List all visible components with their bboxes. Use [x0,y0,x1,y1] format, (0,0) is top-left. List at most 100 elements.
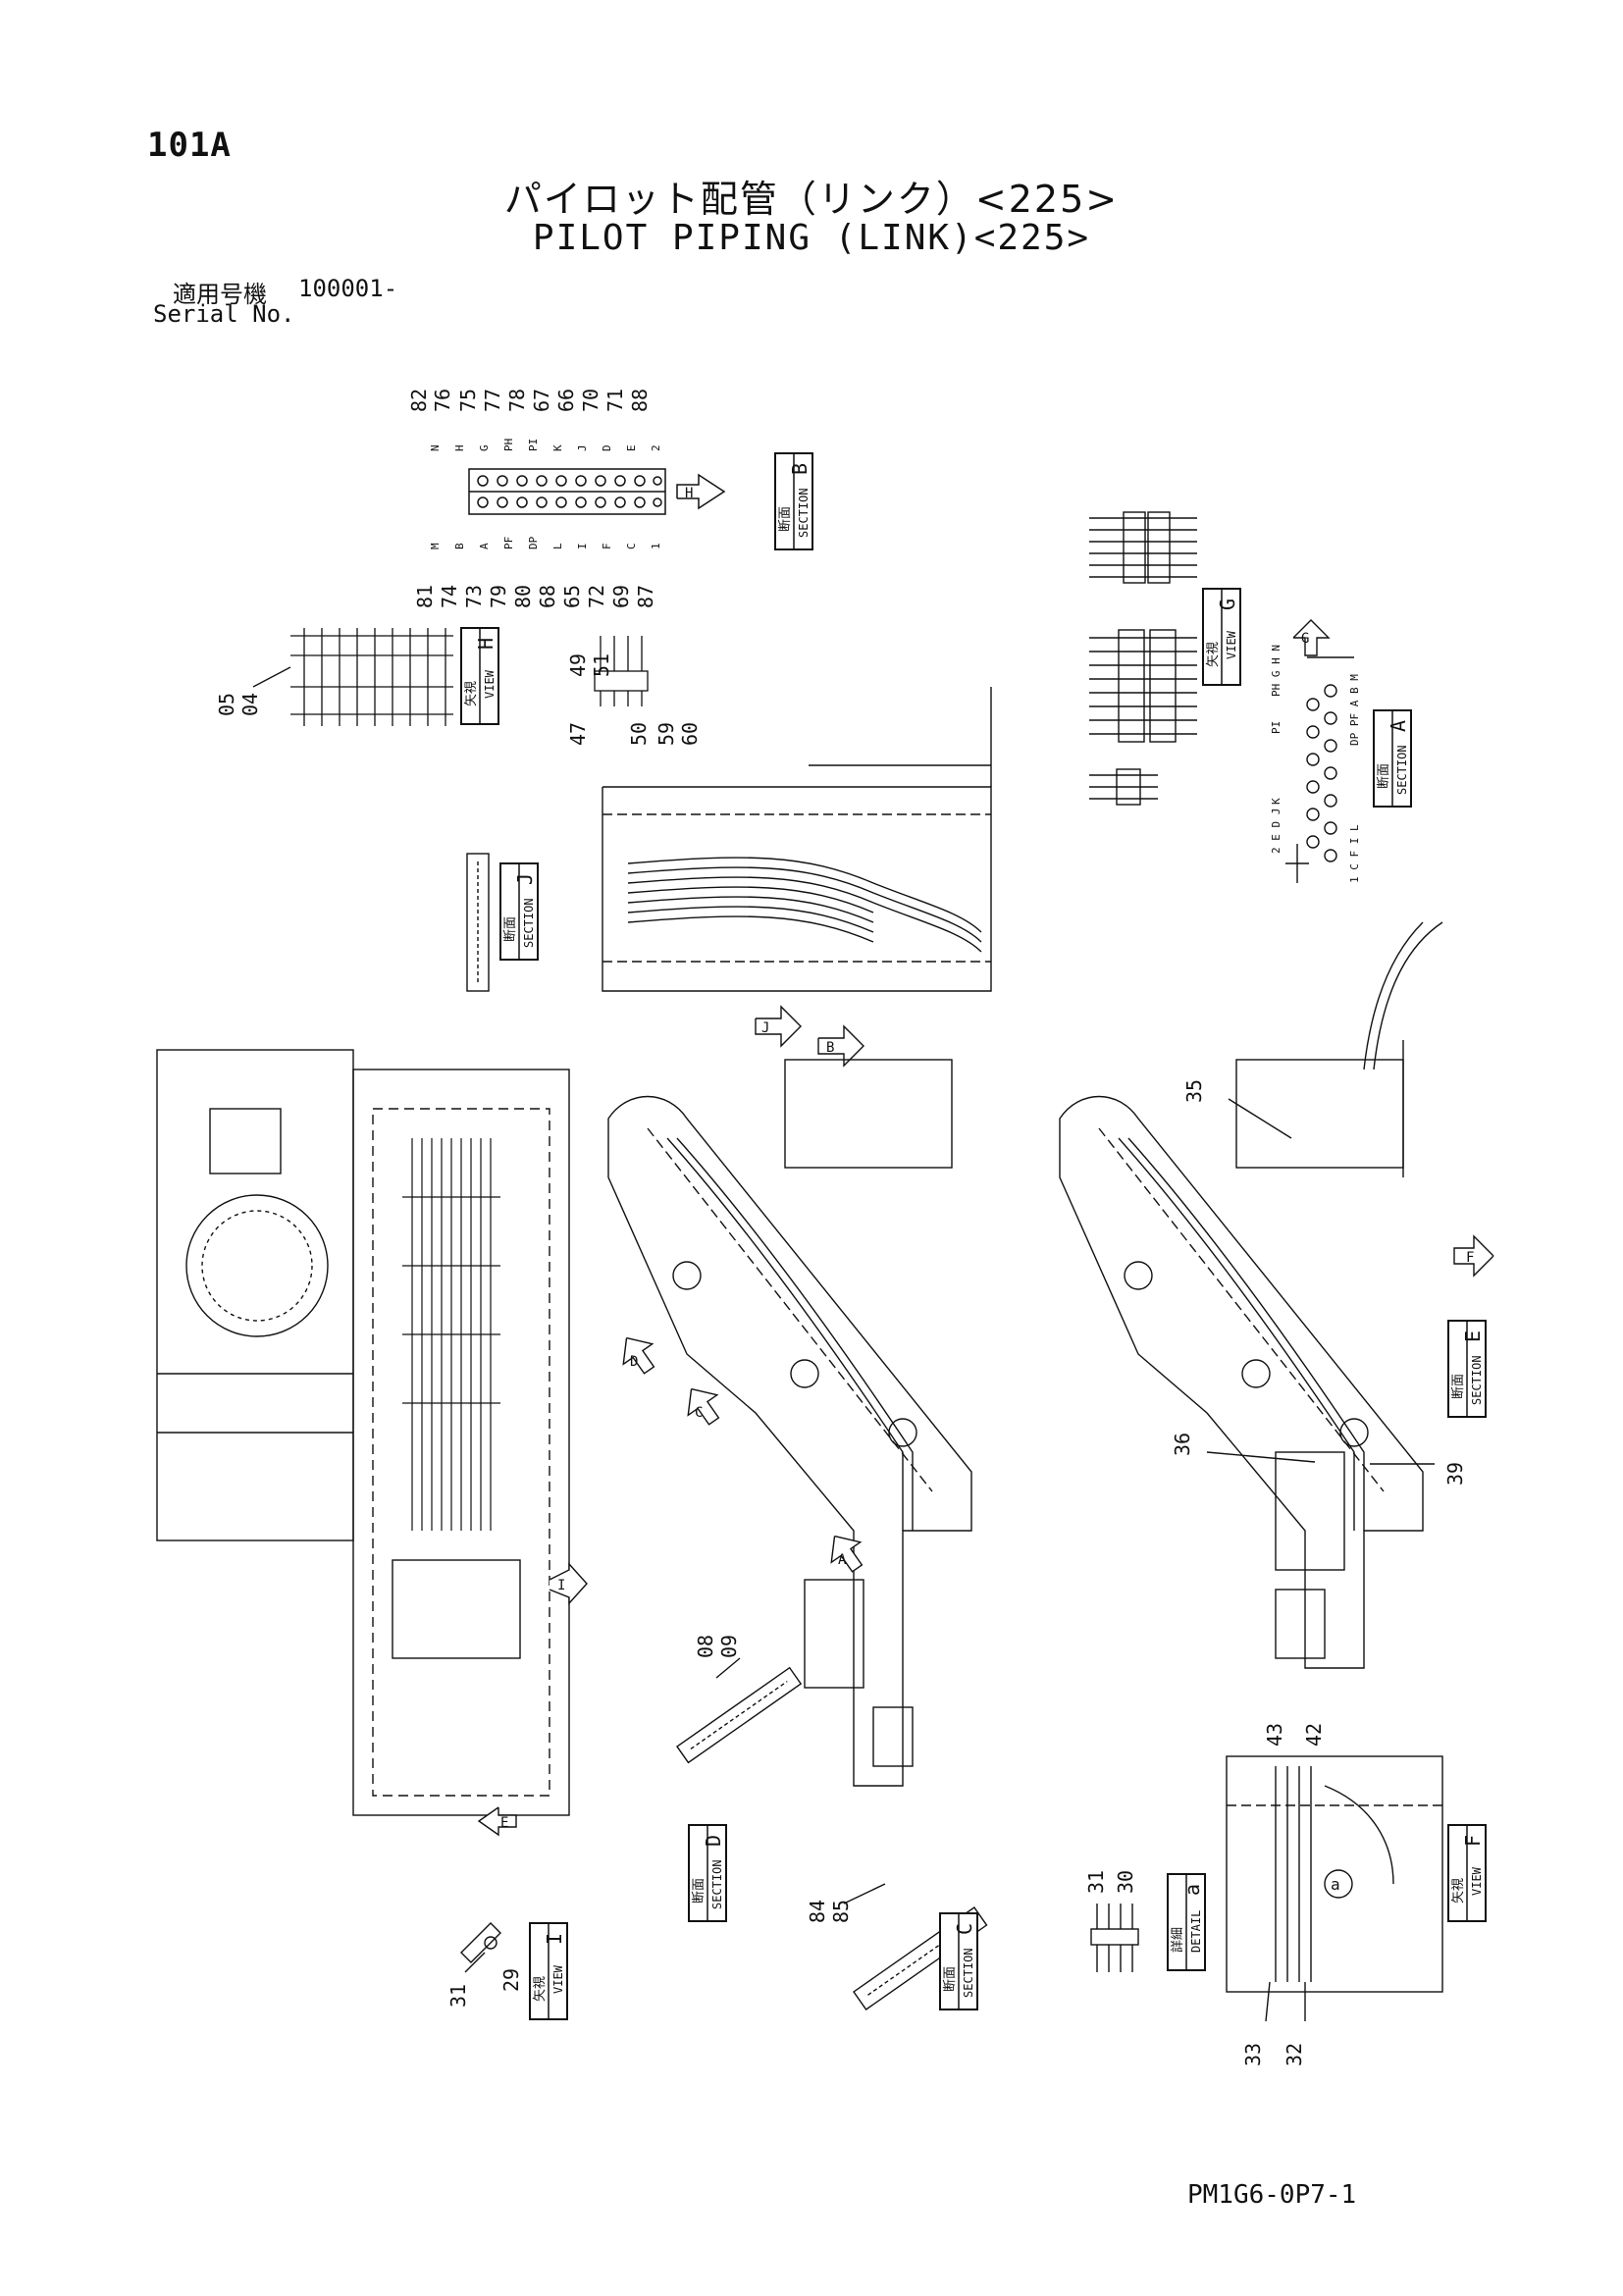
svg-text:A: A [1387,720,1410,732]
svg-text:VIEW: VIEW [551,1964,565,1994]
svg-text:VIEW: VIEW [483,669,497,699]
callout-81: 81 [413,585,437,608]
callout-77: 77 [481,389,504,412]
pin-letter: PF [502,537,515,549]
pin-letter: 2 [650,444,662,451]
view-h-arrow-letter: H [685,486,693,501]
section-b-bottom-callouts: 81 74 73 79 80 68 65 72 69 87 [413,585,657,608]
section-b-connector: H [468,468,726,515]
callout-80: 80 [511,585,535,608]
pin-letter: M [429,543,442,549]
view-g-arrow-letter: G [1301,631,1309,647]
view-h-small-detail: 49 51 47 50 59 60 [566,636,702,746]
svg-text:F: F [1461,1835,1485,1847]
serial-label-japanese: 適用号機 [173,281,267,308]
callout-04: 04 [238,693,262,716]
view-g-fittings-middle [1089,629,1197,743]
boom-side-view-right: 35 36 39 F 断面 SECTION E [1059,921,1494,1669]
callout-05: 05 [215,693,238,716]
svg-text:SECTION: SECTION [797,488,811,538]
view-i-arrow-letter: I [557,1578,565,1593]
page-title-english: PILOT PIPING (LINK)<225> [532,218,1091,258]
section-j-arrow-letter: J [761,1020,769,1036]
svg-text:矢視: 矢視 [464,681,479,706]
section-b-bottom-letters: M B A PF DP L I F C 1 [429,536,662,549]
svg-text:PH G H N: PH G H N [1270,645,1283,697]
callout-31-detail: 31 [1084,1870,1108,1894]
pin-letter: 1 [650,543,662,549]
callout-76: 76 [431,389,454,412]
view-i-group: 31 29 矢視 VIEW I [446,1922,568,2020]
svg-text:SECTION: SECTION [962,1948,975,1998]
view-f-group: a 43 42 33 32 矢視 VIEW F [1226,1723,1487,2066]
serial-label-english: Serial No. [153,300,295,328]
callout-68: 68 [536,585,559,608]
svg-text:SECTION: SECTION [710,1859,724,1909]
svg-text:I: I [543,1933,566,1945]
svg-text:DP PF A B M: DP PF A B M [1348,674,1361,746]
callout-50: 50 [627,722,651,746]
svg-text:SECTION: SECTION [1395,745,1409,795]
svg-text:断面: 断面 [503,916,518,942]
view-g-fittings-lower [1089,768,1158,806]
section-c-group: 84 85 断面 SECTION C [806,1883,988,2010]
pin-letter: G [478,444,491,451]
section-j-label-box: 断面 SECTION J [499,862,539,961]
svg-text:SECTION: SECTION [1470,1355,1484,1405]
view-i-label-box: 矢視 VIEW I [529,1922,568,2020]
callout-35: 35 [1182,1079,1206,1103]
frame-top-view: I E [156,1049,588,1837]
svg-text:VIEW: VIEW [1470,1866,1484,1896]
callout-67: 67 [530,389,553,412]
callout-59: 59 [654,722,678,746]
section-b-top-letters: N H G PH PI K J D E 2 [429,439,662,451]
pin-letter: F [601,543,613,549]
section-d-group: 08 09 断面 SECTION D [676,1635,803,1922]
page-title-japanese: パイロット配管（リンク）<225> [503,178,1120,221]
section-j-group: 断面 SECTION J [466,853,539,992]
callout-43: 43 [1263,1723,1286,1747]
section-b-top-callouts: 82 76 75 77 78 67 66 70 71 88 [407,389,652,412]
svg-text:断面: 断面 [778,506,793,532]
pin-letter: E [625,444,638,451]
callout-42: 42 [1302,1723,1326,1747]
pin-letter: L [551,543,564,549]
callout-79: 79 [487,585,510,608]
section-b-label-box: 断面 SECTION B [774,452,813,550]
callout-49: 49 [566,653,590,677]
callout-85: 85 [829,1900,853,1923]
svg-text:断面: 断面 [1377,763,1391,789]
callout-69: 69 [609,585,633,608]
svg-text:C: C [953,1923,976,1935]
drawing-code: PM1G6-0P7-1 [1187,2180,1357,2210]
view-f-label-box: 矢視 VIEW F [1447,1824,1487,1922]
svg-text:詳細: 詳細 [1170,1927,1185,1953]
svg-text:2 E D J: 2 E D J [1270,809,1283,854]
callout-70: 70 [579,389,602,412]
svg-text:断面: 断面 [692,1878,707,1904]
pin-letter: I [576,543,589,549]
callout-74: 74 [438,585,461,608]
section-c-label-box: 断面 SECTION C [939,1912,978,2010]
section-d-arrow-letter: D [630,1354,638,1370]
svg-text:矢視: 矢視 [1206,642,1221,667]
section-a-arrow-letter: A [838,1552,847,1568]
pin-letter: A [478,543,491,549]
callout-32: 32 [1283,2043,1306,2066]
svg-text:K: K [1270,798,1283,805]
svg-text:PI: PI [1270,721,1283,734]
view-g-label-box: 矢視 VIEW G [1202,588,1241,686]
view-h-group: 05 04 矢視 VIEW H 49 51 47 50 59 60 [215,627,702,746]
callout-39: 39 [1443,1462,1467,1486]
svg-text:断面: 断面 [943,1966,958,1992]
serial-number-value: 100001- [298,275,398,302]
section-a-label-box: 断面 SECTION A [1373,709,1412,808]
view-f-arrow-letter: F [1466,1250,1474,1266]
callout-36: 36 [1171,1433,1194,1456]
pin-letter: B [453,543,466,549]
page-id: 101A [147,126,232,165]
section-b-group: 82 76 75 77 78 67 66 70 71 88 N H G PH P… [407,389,813,608]
callout-78: 78 [505,389,529,412]
svg-text:J: J [513,873,537,885]
